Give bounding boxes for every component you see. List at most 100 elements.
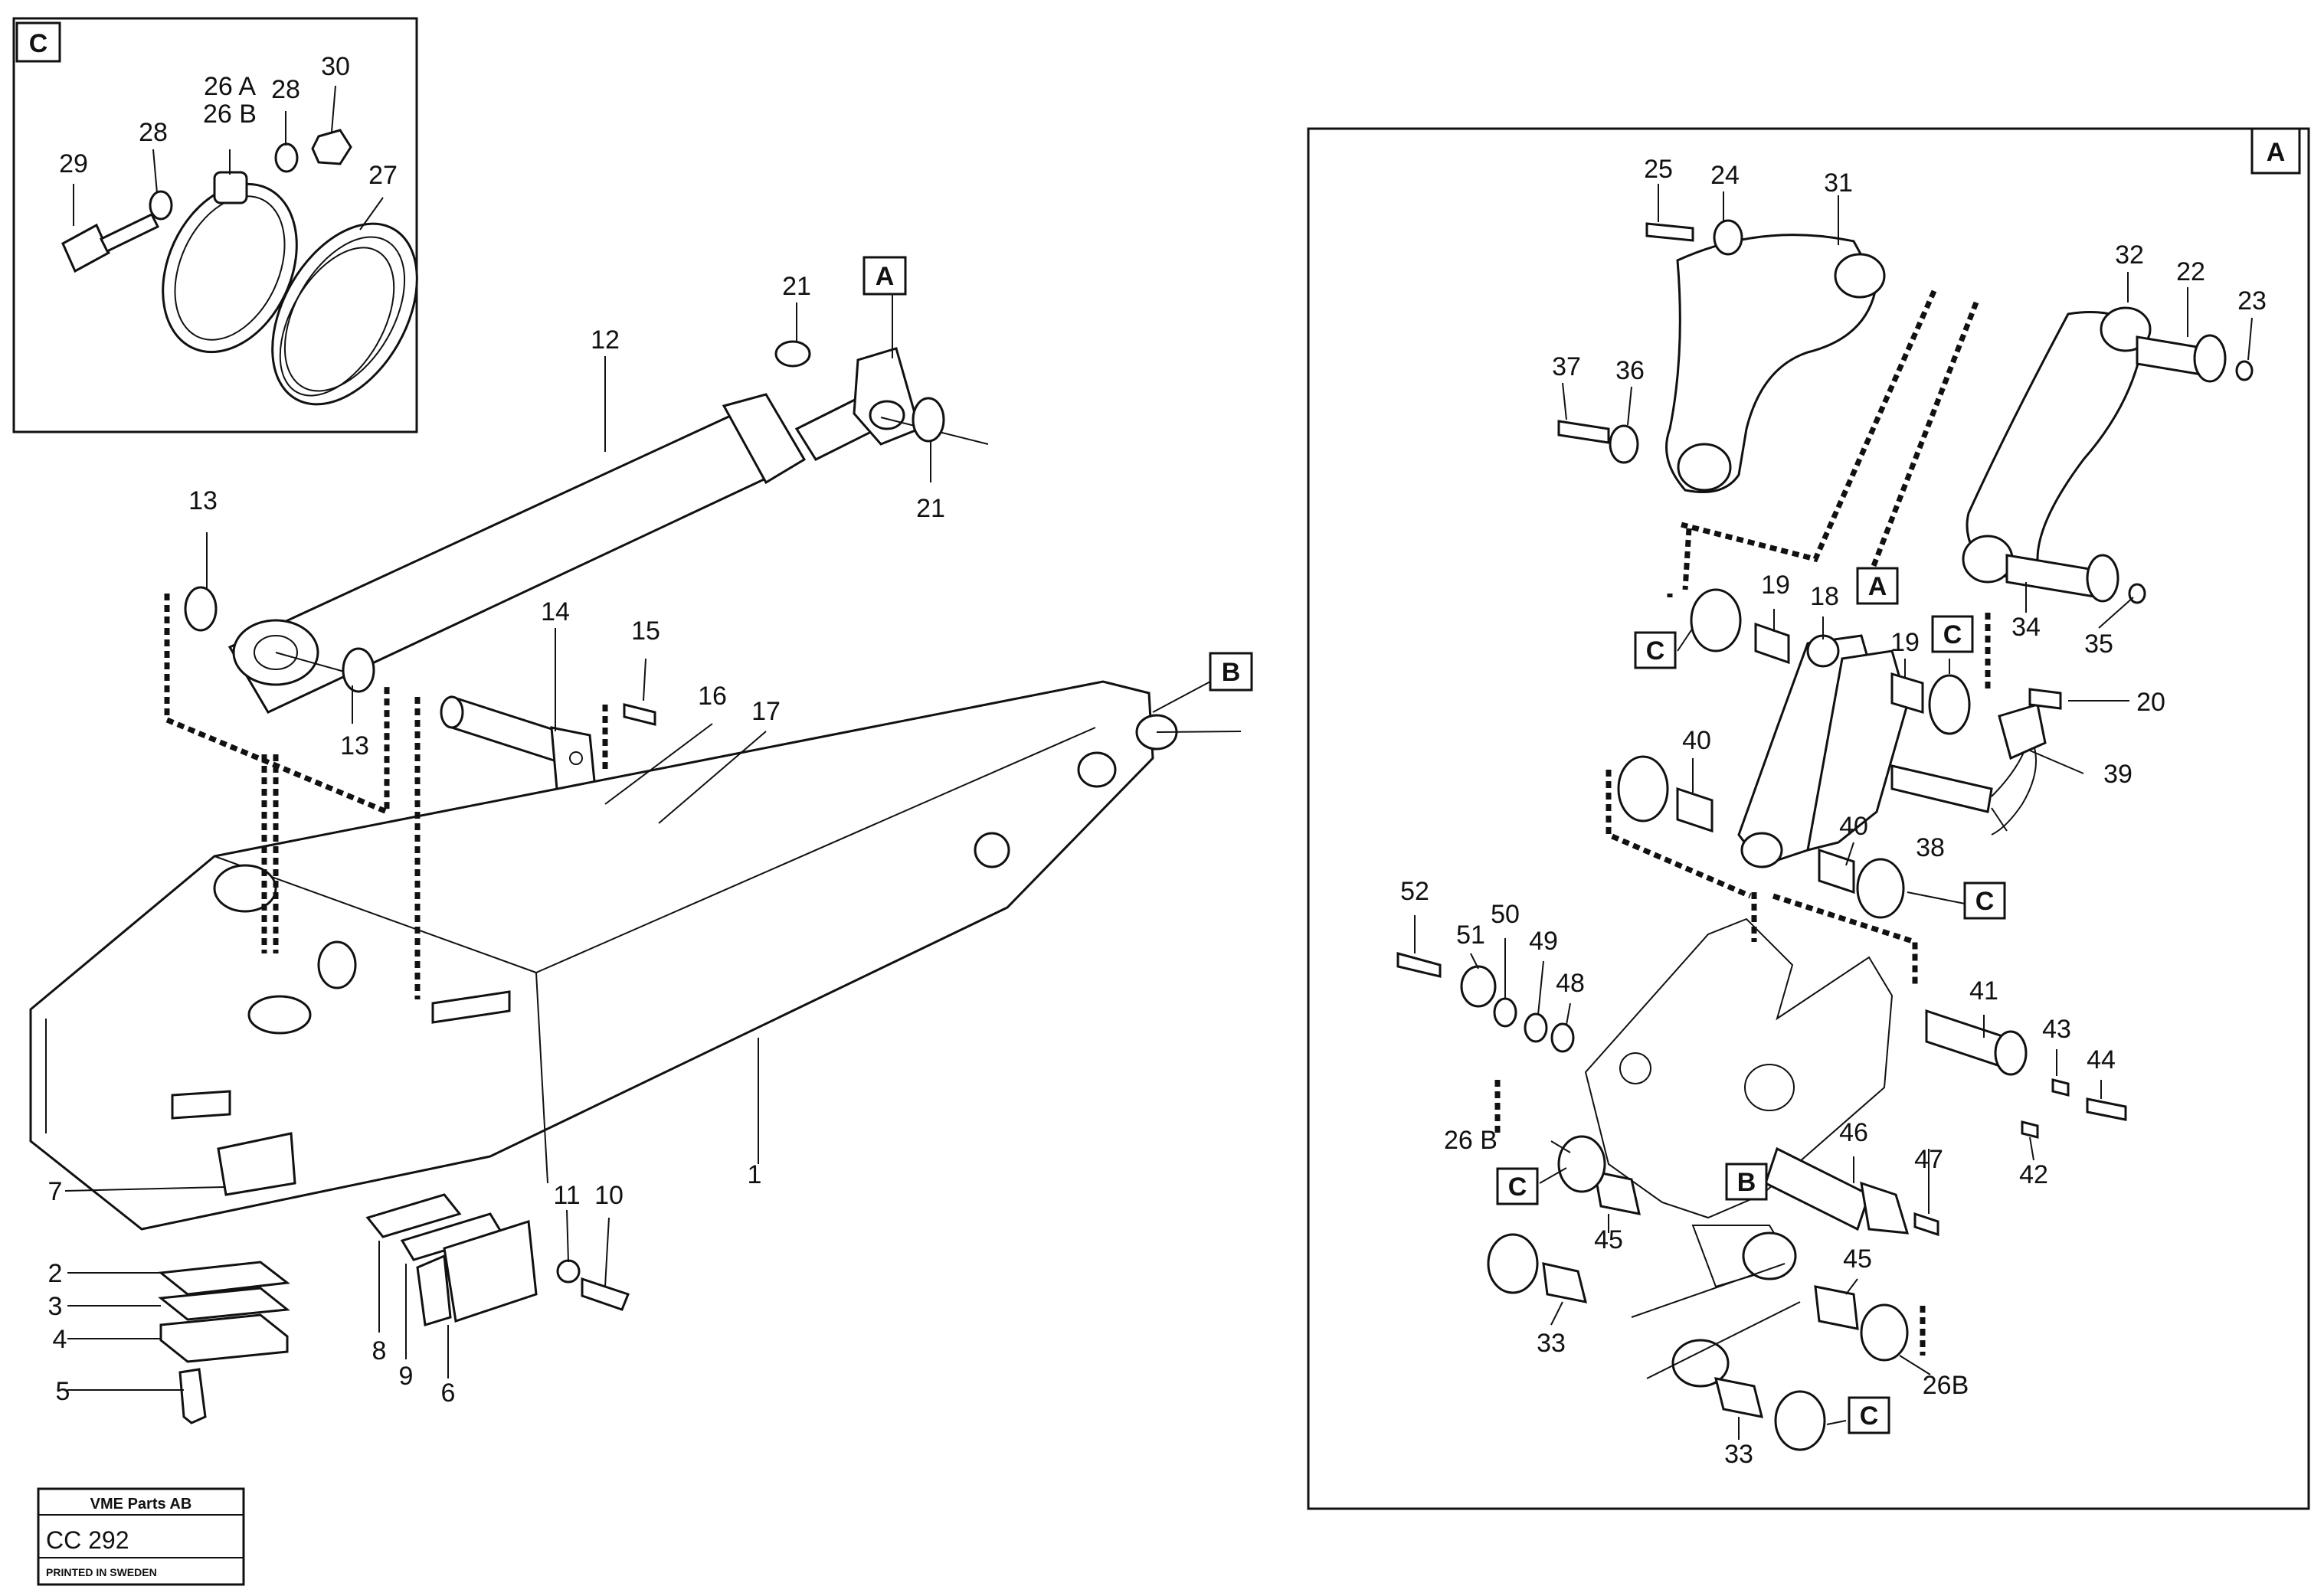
washer-11 — [556, 1259, 581, 1284]
stamp-company: VME Parts AB — [90, 1496, 192, 1513]
callout-30: 30 — [321, 52, 350, 81]
callout-44: 44 — [2087, 1045, 2116, 1074]
callout-10: 10 — [594, 1181, 624, 1210]
wear-pad-7 — [217, 1132, 296, 1196]
boom-assembly: A B 21 21 12 13 13 14 15 16 17 1 7 2 3 4… — [29, 256, 1253, 1424]
callout-22: 22 — [2176, 257, 2205, 286]
callout-45-b: 45 — [1843, 1244, 1872, 1274]
washer-13-b — [342, 647, 375, 693]
nipple-35 — [2128, 583, 2146, 604]
callout-26a: 26 A — [204, 72, 256, 101]
callout-28-b: 28 — [271, 75, 300, 104]
callout-31: 31 — [1824, 168, 1853, 198]
bolt-29 — [61, 213, 160, 273]
pin-41-head — [1994, 1030, 2028, 1076]
washer-49 — [1524, 1012, 1548, 1043]
clip-39 — [1998, 703, 2047, 760]
pin-38 — [1890, 764, 1993, 813]
callout-12: 12 — [591, 325, 620, 355]
shim-plates-2-3-4 — [158, 1261, 290, 1363]
o-ring-40 — [1617, 755, 1669, 823]
ref-box-a-inner: A — [1868, 572, 1887, 601]
nipple-23 — [2235, 360, 2254, 381]
callout-35: 35 — [2084, 630, 2113, 659]
bushing-40-a — [1676, 787, 1714, 833]
bushing-45-b — [1814, 1285, 1859, 1330]
callout-32: 32 — [2115, 240, 2144, 270]
stamp-code: CC 292 — [46, 1526, 129, 1554]
callout-6: 6 — [441, 1379, 456, 1408]
lever-31 — [1665, 234, 1878, 493]
callout-15: 15 — [631, 616, 660, 646]
ref-box-b-inner: B — [1737, 1168, 1756, 1197]
callout-21-b: 21 — [916, 494, 945, 523]
callout-37: 37 — [1552, 352, 1581, 381]
ref-box-a: A — [876, 262, 895, 291]
vme-stamp: VME Parts AB CC 292 PRINTED IN SWEDEN — [37, 1487, 245, 1586]
washer-24 — [1713, 219, 1743, 256]
inset-c-ref-label: C — [29, 29, 48, 58]
callout-28: 28 — [139, 118, 168, 147]
callout-2: 2 — [48, 1259, 63, 1288]
callout-13-b: 13 — [340, 731, 369, 760]
callout-3: 3 — [48, 1292, 63, 1321]
callout-7: 7 — [48, 1177, 63, 1206]
nipple-47 — [1913, 1212, 1939, 1237]
bushing-19-b — [1890, 672, 1924, 715]
bolt-5 — [178, 1368, 207, 1424]
callout-49: 49 — [1529, 927, 1558, 956]
bushing-19-a — [1754, 622, 1790, 665]
callout-26b: 26 B — [203, 100, 257, 129]
callout-19-a: 19 — [1761, 571, 1790, 600]
o-ring-c-lower-l — [1487, 1233, 1539, 1294]
washer-28 — [149, 190, 173, 221]
nipple-42 — [2021, 1120, 2039, 1139]
o-ring-c-lower-r — [1774, 1390, 1826, 1451]
inset-a: A — [1307, 127, 2310, 1510]
ref-box-c-1: C — [1646, 636, 1665, 666]
ref-box-c-5: C — [1860, 1401, 1879, 1431]
callout-41: 41 — [1969, 976, 1998, 1006]
callout-20: 20 — [2136, 688, 2165, 717]
washer-13-a — [184, 586, 218, 632]
washer-36 — [1609, 424, 1639, 464]
nipple-15 — [623, 703, 656, 726]
callout-40-b: 40 — [1839, 812, 1868, 841]
callout-1: 1 — [748, 1160, 762, 1189]
callout-45-a: 45 — [1594, 1225, 1623, 1254]
callout-24: 24 — [1710, 161, 1740, 190]
pin-46 — [1764, 1146, 1871, 1231]
callout-21-a: 21 — [782, 272, 811, 301]
bushing-33-a — [1542, 1262, 1588, 1303]
callout-18: 18 — [1810, 582, 1839, 611]
callout-17: 17 — [751, 697, 781, 726]
callout-13-a: 13 — [188, 486, 218, 515]
washer-21-b — [912, 397, 945, 443]
callout-8: 8 — [372, 1336, 387, 1365]
callout-19-b: 19 — [1890, 628, 1920, 657]
callout-26b-right: 26B — [1923, 1371, 1969, 1400]
callout-33-b: 33 — [1724, 1440, 1753, 1469]
bolt-10 — [581, 1277, 630, 1311]
bushing-40-b — [1818, 848, 1855, 894]
callout-50: 50 — [1491, 900, 1520, 929]
bolt-25 — [1645, 222, 1694, 242]
boom-1 — [29, 680, 1242, 1231]
callout-51: 51 — [1456, 921, 1485, 950]
callout-43: 43 — [2042, 1015, 2071, 1044]
callout-52: 52 — [1400, 877, 1429, 906]
o-ring-c-1 — [1690, 588, 1742, 652]
ref-box-c-2: C — [1943, 620, 1962, 649]
callout-38: 38 — [1916, 833, 1945, 862]
callout-46: 46 — [1839, 1118, 1868, 1147]
inset-c: C 29 28 26 A 26 B 28 30 27 — [12, 17, 418, 433]
clamp-ear — [213, 171, 248, 204]
o-ring-c-2 — [1928, 674, 1971, 735]
callout-4: 4 — [53, 1325, 67, 1354]
stamp-printed: PRINTED IN SWEDEN — [46, 1566, 157, 1578]
callout-26b-left: 26 B — [1444, 1126, 1498, 1155]
seal-27 — [271, 222, 418, 406]
inset-a-ref-label: A — [2267, 138, 2286, 167]
callout-29: 29 — [59, 149, 88, 178]
